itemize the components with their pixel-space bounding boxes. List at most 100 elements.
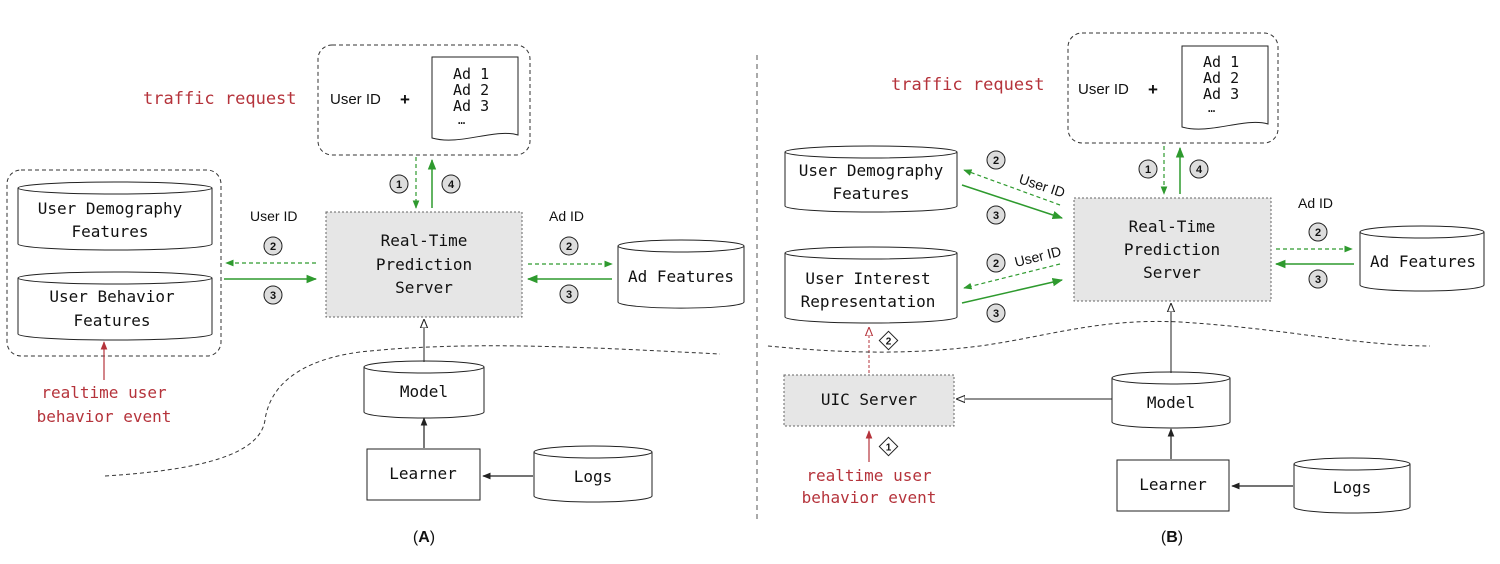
realtime-event-label: behavior event xyxy=(37,407,172,426)
svg-text:Model: Model xyxy=(400,382,448,401)
model-db: Model xyxy=(363,360,485,419)
svg-text:UIC Server: UIC Server xyxy=(821,390,918,409)
realtime-event-label: realtime user xyxy=(41,383,167,402)
svg-text:2: 2 xyxy=(566,241,572,253)
step-badge: 2 xyxy=(263,236,283,256)
user-id-text: User ID xyxy=(1078,81,1129,98)
svg-text:2: 2 xyxy=(1315,227,1321,239)
ad-list-document xyxy=(1181,45,1269,130)
svg-text:Real-Time: Real-Time xyxy=(381,231,468,250)
svg-text:Learner: Learner xyxy=(389,464,457,483)
svg-text:1: 1 xyxy=(396,179,402,191)
ad-item-ellipsis: … xyxy=(1208,101,1215,115)
svg-text:2: 2 xyxy=(886,337,892,348)
user-id-label: User ID xyxy=(250,208,297,224)
plus-sign: + xyxy=(400,90,410,109)
step-diamond-badge: 2 xyxy=(878,330,899,351)
ad-item: Ad 2 xyxy=(1203,69,1239,87)
svg-text:Ad Features: Ad Features xyxy=(1370,252,1476,271)
ad-item: Ad 2 xyxy=(453,81,489,99)
traffic-request-label: traffic request xyxy=(891,75,1045,95)
traffic-request-group xyxy=(317,44,531,156)
user-demography-db: User Demography Features xyxy=(17,181,213,251)
step-diamond-badge: 1 xyxy=(878,436,899,457)
step-badge: 3 xyxy=(986,303,1006,323)
realtime-event-label: behavior event xyxy=(802,488,937,507)
ad-item-ellipsis: … xyxy=(458,113,465,127)
panel-b: traffic request User ID + Ad 1 Ad 2 Ad 3… xyxy=(767,32,1485,546)
svg-text:3: 3 xyxy=(1315,274,1321,286)
svg-text:Model: Model xyxy=(1147,393,1195,412)
step-badge: 2 xyxy=(986,253,1006,273)
svg-text:Logs: Logs xyxy=(574,467,613,486)
ad-item: Ad 1 xyxy=(453,65,489,83)
svg-text:Prediction: Prediction xyxy=(1124,240,1220,259)
svg-text:User Demography: User Demography xyxy=(38,199,183,218)
ad-id-label: Ad ID xyxy=(1298,195,1333,211)
traffic-request-group xyxy=(1067,32,1279,144)
traffic-request-label: traffic request xyxy=(143,89,297,109)
logs-db: Logs xyxy=(533,445,653,503)
ad-features-db: Ad Features xyxy=(1359,225,1485,292)
svg-text:3: 3 xyxy=(993,308,999,320)
user-id-text: User ID xyxy=(330,91,381,108)
svg-text:User Interest: User Interest xyxy=(805,269,930,288)
svg-text:2: 2 xyxy=(993,258,999,270)
step-badge: 4 xyxy=(441,174,461,194)
user-id-label: User ID xyxy=(1013,243,1063,270)
svg-text:Prediction: Prediction xyxy=(376,255,472,274)
step2-interest-arrow xyxy=(963,263,1061,290)
svg-text:Logs: Logs xyxy=(1333,478,1372,497)
svg-text:3: 3 xyxy=(566,289,572,301)
user-interest-db: User Interest Representation xyxy=(784,246,958,324)
svg-text:Features: Features xyxy=(71,222,148,241)
svg-text:Ad Features: Ad Features xyxy=(628,267,734,286)
svg-text:2: 2 xyxy=(270,241,276,253)
svg-text:Learner: Learner xyxy=(1139,475,1207,494)
plus-sign: + xyxy=(1148,80,1158,99)
step2-demography-arrow xyxy=(963,169,1061,206)
rtp-server-box: Real-Time Prediction Server xyxy=(1073,197,1272,302)
step-badge: 2 xyxy=(986,150,1006,170)
logs-db: Logs xyxy=(1293,457,1411,514)
svg-text:User Behavior: User Behavior xyxy=(49,287,175,306)
step-badge: 3 xyxy=(1308,269,1328,289)
svg-text:User Demography: User Demography xyxy=(799,161,944,180)
step-badge: 3 xyxy=(986,205,1006,225)
step3-demography-arrow xyxy=(961,184,1063,220)
panel-b-caption: (B) xyxy=(1161,529,1183,546)
step-badge: 3 xyxy=(559,284,579,304)
model-db: Model xyxy=(1111,371,1231,429)
ad-id-label: Ad ID xyxy=(549,208,584,224)
uic-server-box: UIC Server xyxy=(783,374,955,427)
rtp-server-box: Real-Time Prediction Server xyxy=(325,211,523,318)
svg-text:1: 1 xyxy=(1145,164,1151,176)
ad-item: Ad 3 xyxy=(1203,85,1239,103)
svg-text:Representation: Representation xyxy=(801,292,936,311)
ad-item: Ad 3 xyxy=(453,97,489,115)
realtime-event-label: realtime user xyxy=(806,466,932,485)
user-features-group xyxy=(6,169,222,357)
svg-text:4: 4 xyxy=(1196,164,1203,176)
svg-text:Real-Time: Real-Time xyxy=(1129,217,1216,236)
ad-features-db: Ad Features xyxy=(617,239,745,309)
step-badge: 1 xyxy=(389,174,409,194)
svg-text:Server: Server xyxy=(1143,263,1201,282)
step-badge: 3 xyxy=(263,285,283,305)
learner-box: Learner xyxy=(1116,459,1230,512)
panel-a-caption: (A) xyxy=(413,529,435,546)
online-offline-boundary xyxy=(767,320,1431,353)
ad-list-document xyxy=(431,56,519,141)
step-badge: 2 xyxy=(559,236,579,256)
svg-text:Features: Features xyxy=(73,311,150,330)
user-behavior-db: User Behavior Features xyxy=(17,271,213,341)
ad-item: Ad 1 xyxy=(1203,53,1239,71)
svg-text:3: 3 xyxy=(270,290,276,302)
svg-text:3: 3 xyxy=(993,210,999,222)
step-badge: 1 xyxy=(1138,159,1158,179)
step3-interest-arrow xyxy=(961,278,1064,304)
panel-a: traffic request User ID + Ad 1 Ad 2 Ad 3… xyxy=(6,44,745,546)
user-id-label: User ID xyxy=(1017,171,1067,201)
step-badge: 2 xyxy=(1308,222,1328,242)
